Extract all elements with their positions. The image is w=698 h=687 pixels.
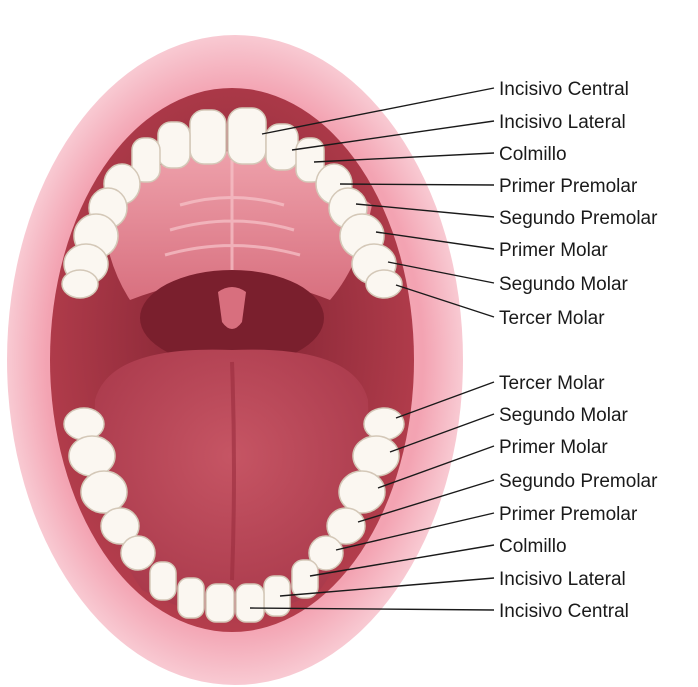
upper-molar-3-right [366,270,402,298]
lower-label-primer-premolar: Primer Premolar [499,504,638,525]
upper-incisor-central-left [190,110,226,164]
lower-label-tercer-molar: Tercer Molar [499,373,605,394]
tongue-groove [232,362,234,580]
lower-label-colmillo: Colmillo [499,536,567,557]
lower-incisor-central-right [236,584,264,622]
lower-molar-3-left [64,408,104,440]
lower-label-segundo-molar: Segundo Molar [499,405,629,426]
lower-molar-2-right [353,436,399,476]
lower-label-primer-molar: Primer Molar [499,437,608,458]
lower-label-incisivo-lateral: Incisivo Lateral [499,569,626,590]
upper-label-primer-molar: Primer Molar [499,240,608,261]
lower-premolar-1-left [121,536,155,570]
lower-canine-right [292,560,318,598]
upper-label-tercer-molar: Tercer Molar [499,308,605,329]
upper-incisor-lateral-right [266,124,298,170]
lower-molar-1-left [81,471,127,513]
upper-label-incisivo-lateral: Incisivo Lateral [499,112,626,133]
upper-incisor-central-right [228,108,266,164]
lower-canine-left [150,562,176,600]
lower-label-group: Tercer Molar Segundo Molar Primer Molar … [499,373,658,622]
lower-molar-1-right [339,471,385,513]
upper-label-colmillo: Colmillo [499,144,567,165]
lower-molar-3-right [364,408,404,440]
upper-label-incisivo-central: Incisivo Central [499,79,629,100]
upper-label-primer-premolar: Primer Premolar [499,176,638,197]
lower-label-segundo-premolar: Segundo Premolar [499,471,658,492]
upper-label-group: Incisivo Central Incisivo Lateral Colmil… [499,79,658,329]
upper-label-segundo-molar: Segundo Molar [499,274,629,295]
lower-label-incisivo-central: Incisivo Central [499,601,629,622]
lower-incisor-central-left [206,584,234,622]
lower-molar-2-left [69,436,115,476]
upper-incisor-lateral-left [158,122,190,168]
upper-label-segundo-premolar: Segundo Premolar [499,208,658,229]
upper-molar-3-left [62,270,98,298]
lower-incisor-lateral-left [178,578,204,618]
leader-upper-primer-premolar [340,184,494,185]
